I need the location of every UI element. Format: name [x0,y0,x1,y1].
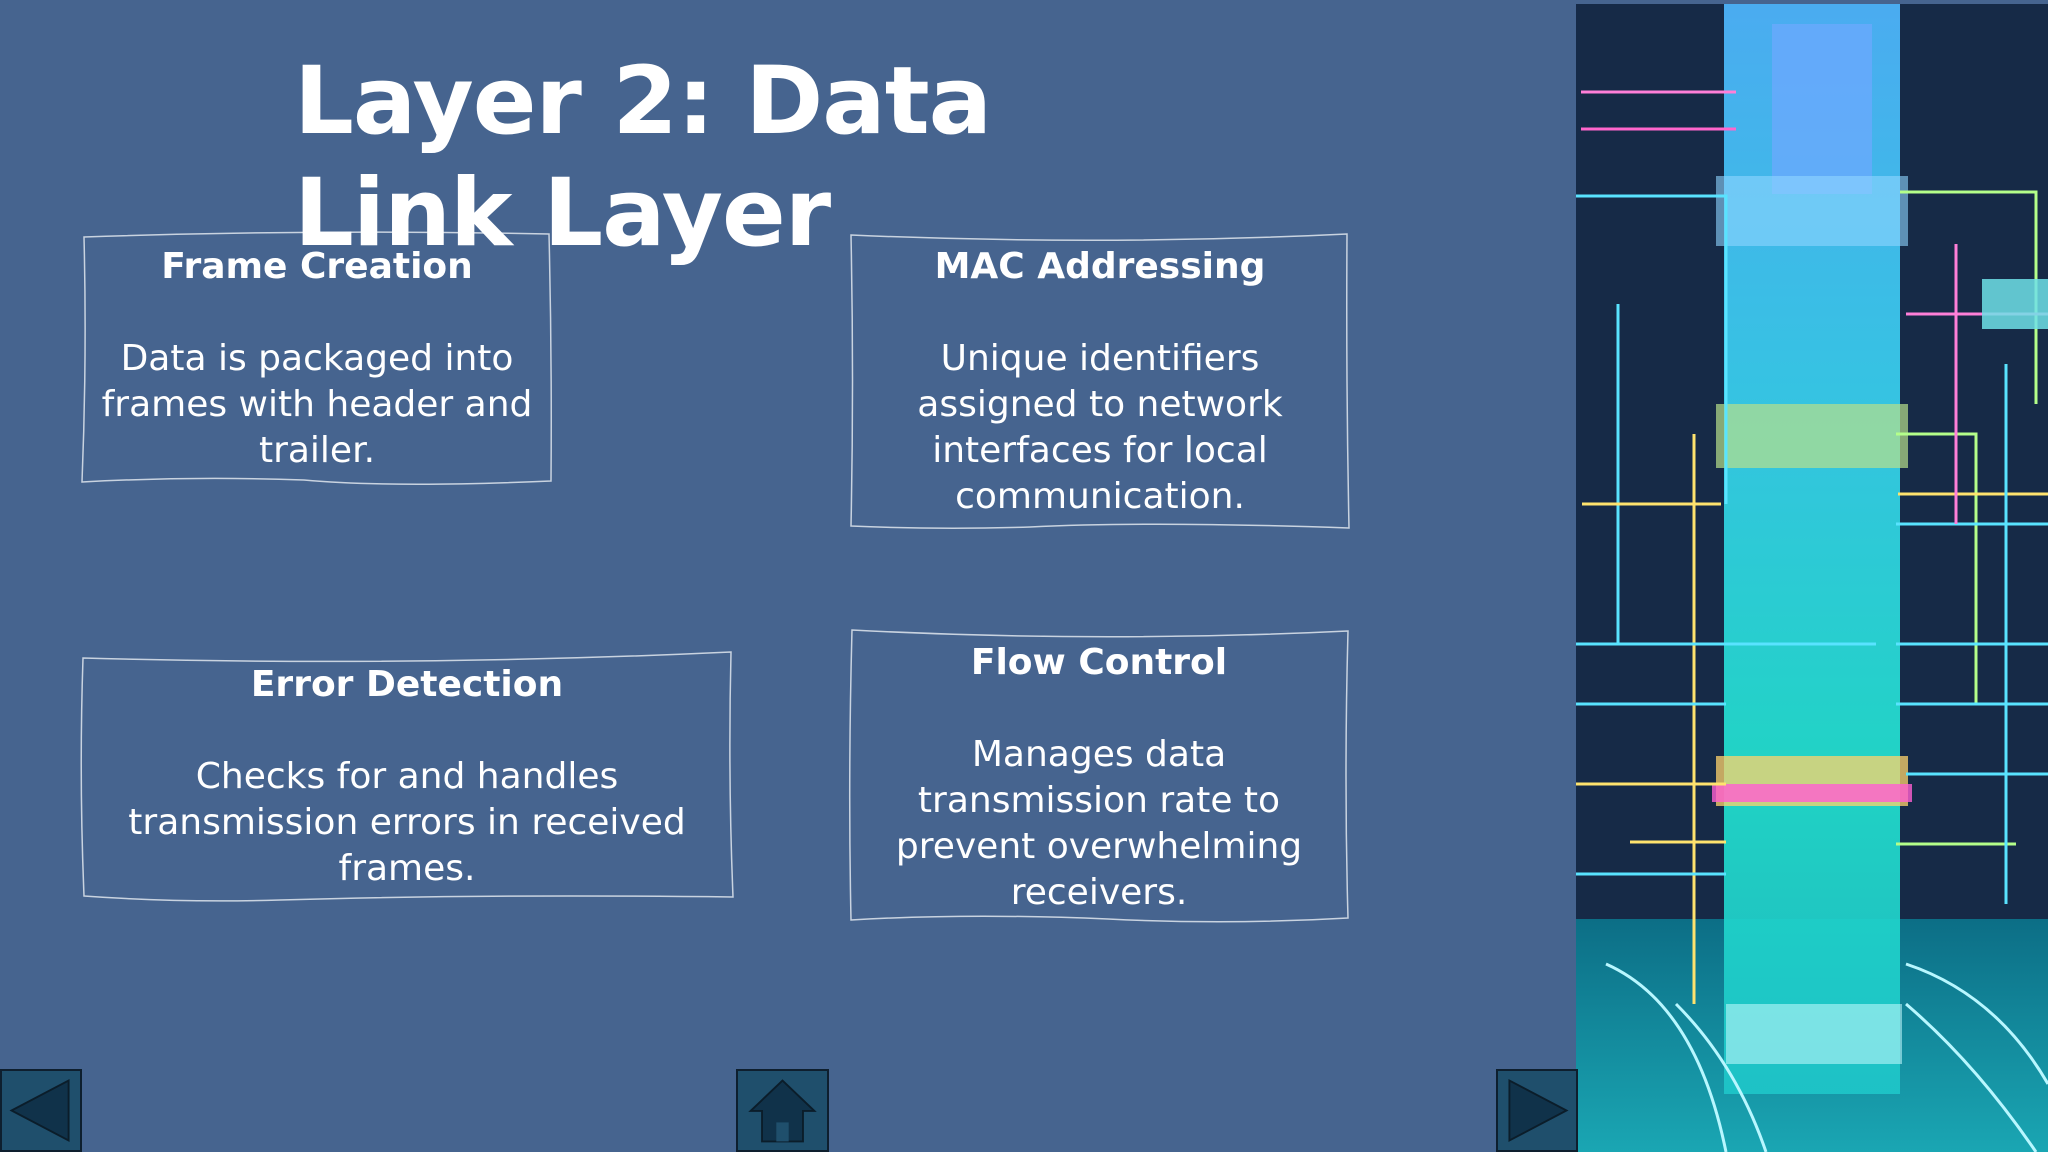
card-border [850,233,1350,530]
previous-slide-button[interactable] [0,1069,82,1152]
card-body: Checks for and handles transmission erro… [128,756,686,889]
card-body: Manages data transmission rate to preven… [895,734,1303,913]
card-border [848,629,1349,923]
card-mac-addressing: MAC Addressing Unique identifiers assign… [850,232,1350,532]
triangle-right-icon [1508,1078,1569,1143]
card-heading: Error Detection [250,664,564,705]
triangle-left-icon [9,1078,70,1143]
house-icon [748,1079,817,1143]
card-border [81,231,552,486]
next-slide-button[interactable] [1496,1069,1578,1152]
home-button[interactable] [736,1069,829,1152]
card-error-detection: Error Detection Checks for and handles t… [80,650,734,902]
card-frame-creation: Frame Creation Data is packaged into fra… [81,231,552,486]
slide-title: Layer 2: Data Link Layer [294,47,992,268]
card-border [80,651,734,902]
card-flow-control: Flow Control Manages data transmission r… [848,628,1350,928]
card-body: Data is packaged into frames with header… [101,338,533,471]
network-tower-illustration [1576,4,2048,1152]
card-heading: Flow Control [970,642,1228,683]
card-heading: Frame Creation [161,246,473,287]
card-body: Unique identifiers assigned to network i… [917,338,1283,517]
card-heading: MAC Addressing [934,246,1266,287]
